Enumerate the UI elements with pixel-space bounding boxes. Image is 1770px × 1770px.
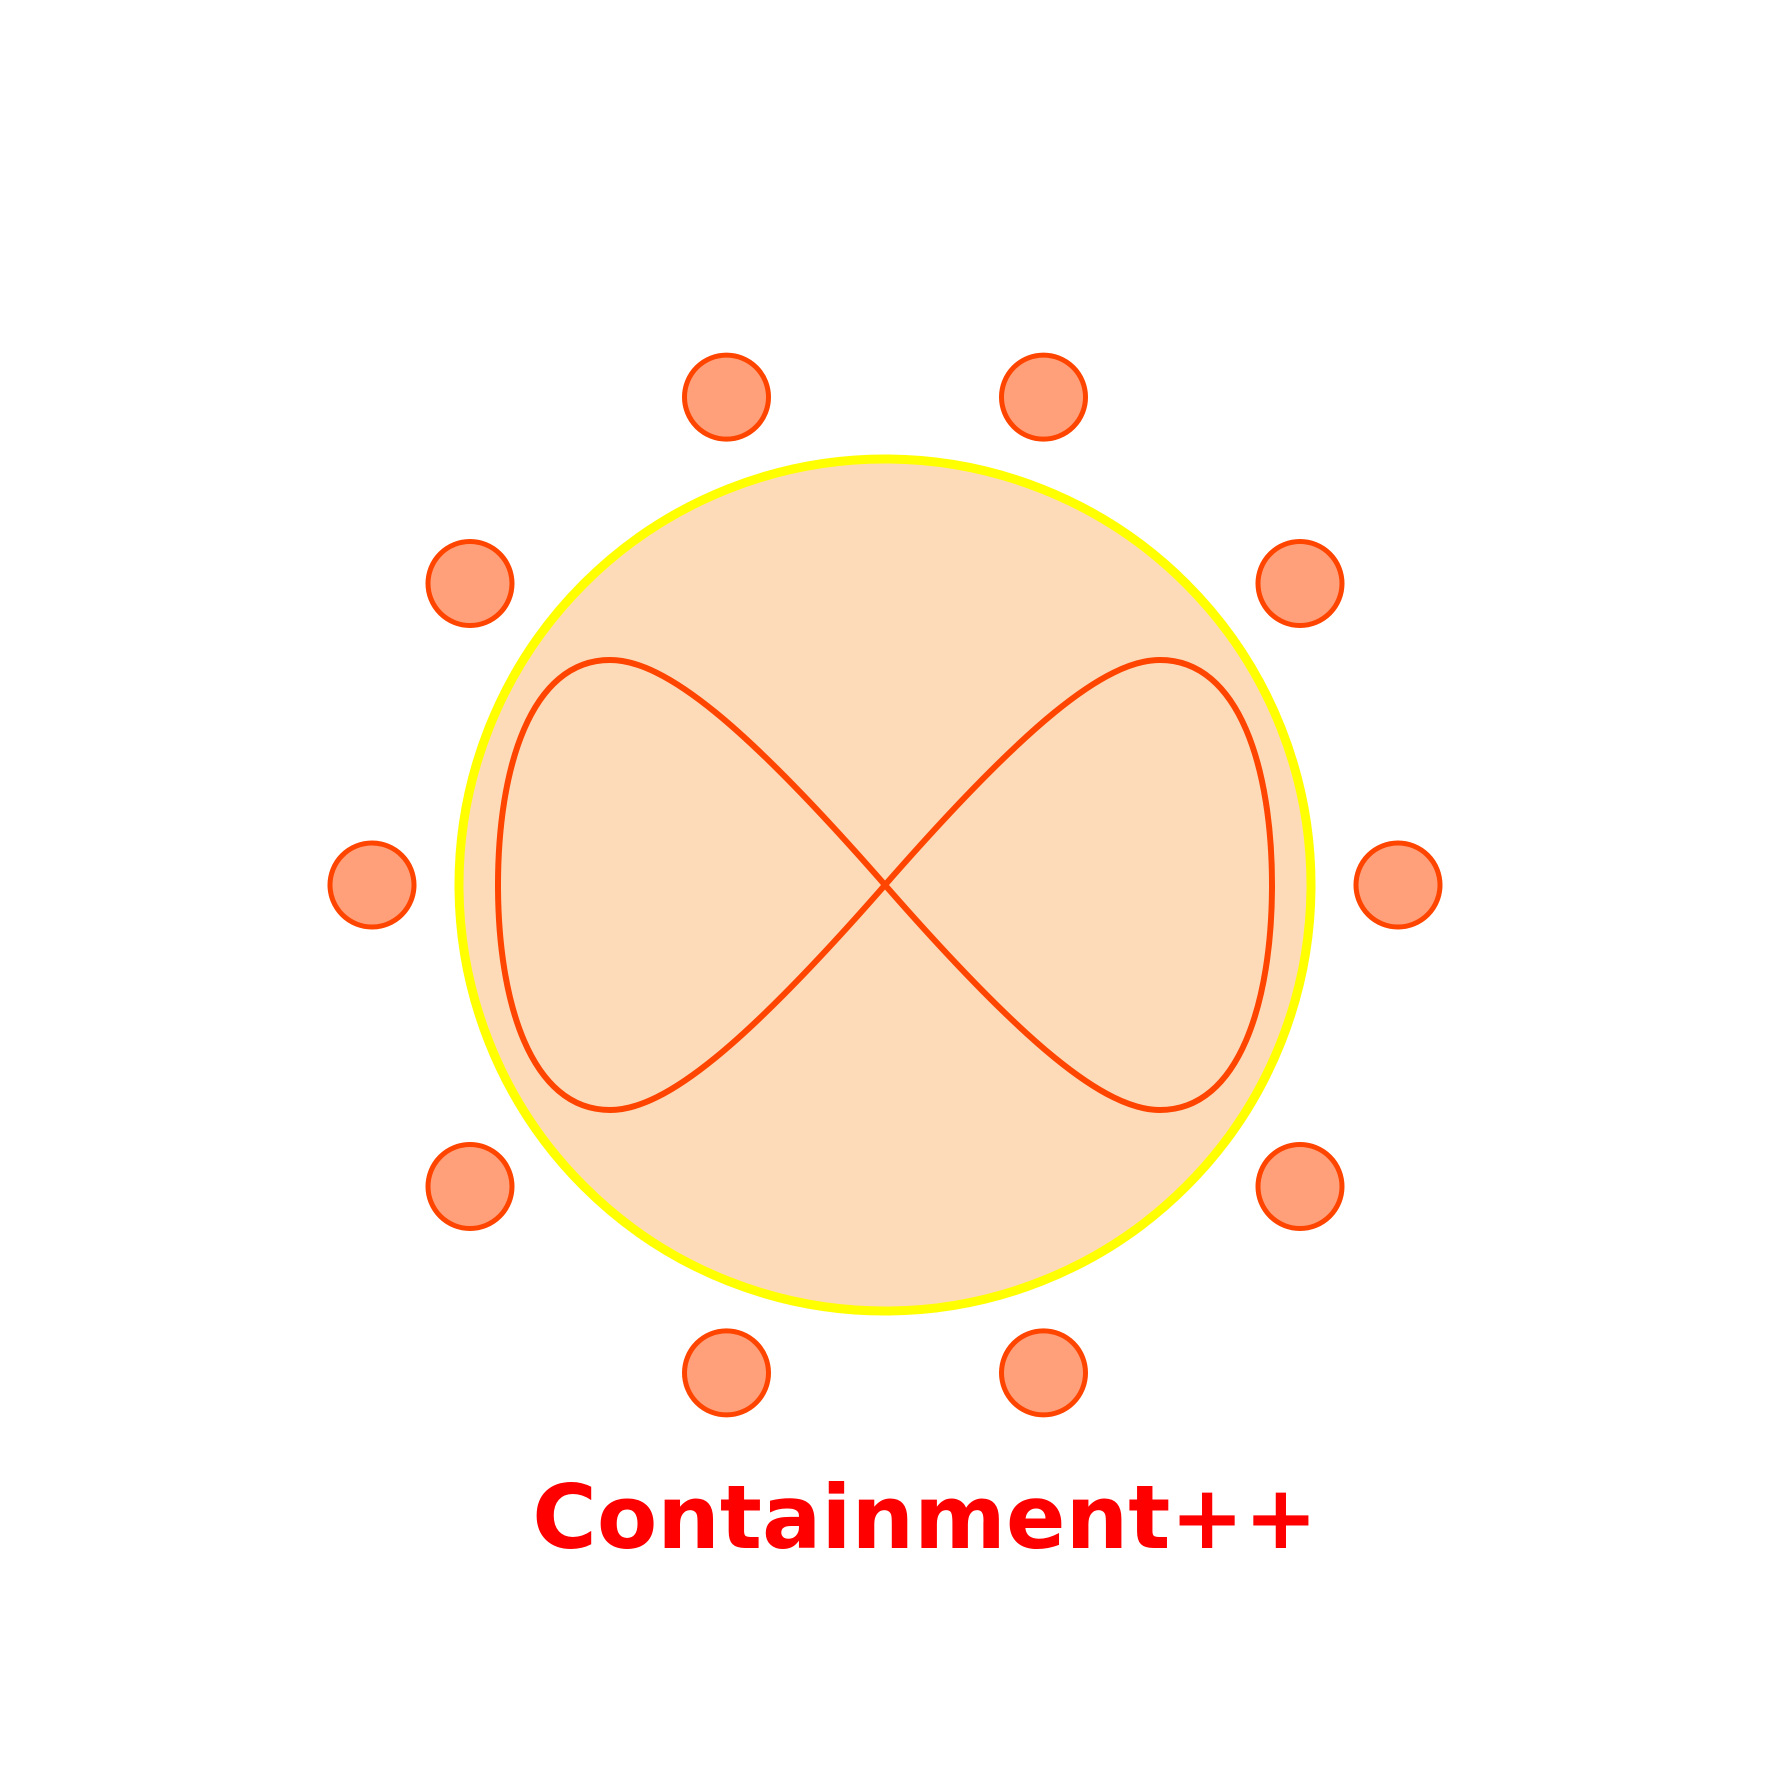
infinity-icon — [494, 656, 1276, 1114]
orbiting-dot-icon — [425, 1142, 515, 1231]
orbiting-dot-icon — [327, 840, 417, 930]
orbiting-dot-icon — [682, 352, 771, 442]
orbiting-dot-icon — [1255, 1142, 1345, 1231]
orbiting-dot-icon — [425, 539, 515, 628]
orbiting-dot-icon — [999, 352, 1088, 442]
orbiting-dot-icon — [1255, 539, 1345, 628]
orbiting-dot-icon — [999, 1328, 1088, 1418]
orbiting-dot-icon — [682, 1328, 771, 1418]
wordmark: Containment++ — [532, 1466, 1318, 1569]
satellite-group — [327, 352, 1443, 1418]
orbiting-dot-icon — [1353, 840, 1443, 930]
